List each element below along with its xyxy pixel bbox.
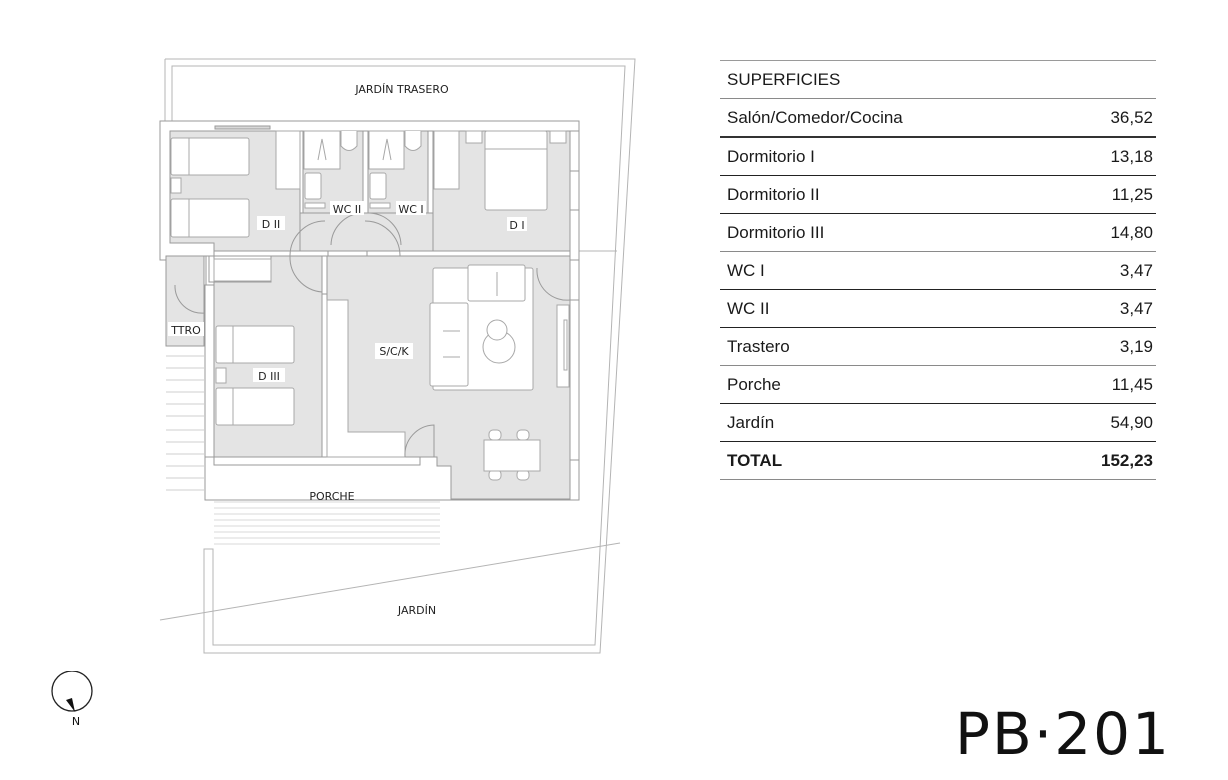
- row-value: 36,52: [1110, 107, 1153, 127]
- door-entry: [404, 424, 435, 458]
- row-name: Dormitorio II: [727, 184, 820, 204]
- ttro-hatching: [166, 344, 204, 491]
- property-line: [159, 542, 621, 621]
- surfaces-header: SUPERFICIES: [720, 60, 1156, 99]
- door-ttro: [174, 284, 206, 314]
- wardrobe: [275, 130, 301, 190]
- label-jardin-trasero: JARDÍN TRASERO: [354, 83, 449, 96]
- unit-code: PB·201: [955, 700, 1171, 768]
- label-porche: PORCHE: [309, 490, 354, 503]
- door-d1: [364, 220, 401, 257]
- row-name: Salón/Comedor/Cocina: [727, 107, 903, 127]
- row-name: Dormitorio I: [727, 146, 815, 166]
- table-row: Dormitorio I 13,18: [720, 138, 1156, 176]
- table-row: Porche 11,45: [720, 366, 1156, 404]
- row-value: 14,80: [1110, 222, 1153, 242]
- row-value: 13,18: [1110, 146, 1153, 166]
- row-name: Porche: [727, 374, 781, 394]
- door-wc1: [369, 212, 402, 246]
- bed: [170, 198, 250, 238]
- label-jardin: JARDÍN: [397, 604, 436, 617]
- table-row: Dormitorio II 11,25: [720, 176, 1156, 214]
- north-arrow-icon: N: [51, 671, 93, 727]
- row-name: WC II: [727, 298, 770, 318]
- label-d3: D III: [258, 370, 280, 383]
- wardrobe: [433, 130, 460, 190]
- bed: [170, 137, 250, 176]
- row-value: 11,25: [1111, 184, 1153, 204]
- table-row: WC II 3,47: [720, 290, 1156, 328]
- floor-plan: JARDÍN TRASERO D II WC II WC I D I TTRO …: [159, 58, 636, 654]
- door-d2: [289, 220, 326, 257]
- surfaces-header-label: SUPERFICIES: [727, 69, 841, 89]
- bed: [484, 130, 548, 211]
- table-row: Salón/Comedor/Cocina 36,52: [720, 99, 1156, 138]
- row-name: WC I: [727, 260, 765, 280]
- total-value: 152,23: [1101, 450, 1153, 470]
- dining-table: [483, 439, 541, 472]
- label-ttro: TTRO: [170, 324, 201, 337]
- row-value: 3,47: [1119, 298, 1153, 318]
- label-d2: D II: [262, 218, 280, 231]
- table-row: Jardín 54,90: [720, 404, 1156, 442]
- bed: [215, 387, 295, 426]
- table-row: Dormitorio III 14,80: [720, 214, 1156, 252]
- row-value: 54,90: [1110, 412, 1153, 432]
- table-row: Trastero 3,19: [720, 328, 1156, 366]
- row-name: Dormitorio III: [727, 222, 825, 242]
- label-wc1: WC I: [398, 203, 423, 216]
- compass-label: N: [72, 715, 80, 727]
- row-value: 11,45: [1111, 374, 1153, 394]
- row-name: Jardín: [727, 412, 775, 432]
- total-label: TOTAL: [727, 450, 783, 470]
- door-d3: [289, 255, 323, 293]
- label-sck: S/C/K: [379, 345, 409, 358]
- row-name: Trastero: [727, 336, 790, 356]
- surfaces-table: SUPERFICIES Salón/Comedor/Cocina 36,52 D…: [720, 60, 1156, 480]
- table-row-total: TOTAL 152,23: [720, 442, 1156, 480]
- row-value: 3,19: [1119, 336, 1153, 356]
- door-terrace: [536, 267, 571, 301]
- row-value: 3,47: [1119, 260, 1153, 280]
- label-d1: D I: [509, 219, 524, 232]
- table-row: WC I 3,47: [720, 252, 1156, 290]
- bed: [215, 325, 295, 364]
- label-wc2: WC II: [333, 203, 362, 216]
